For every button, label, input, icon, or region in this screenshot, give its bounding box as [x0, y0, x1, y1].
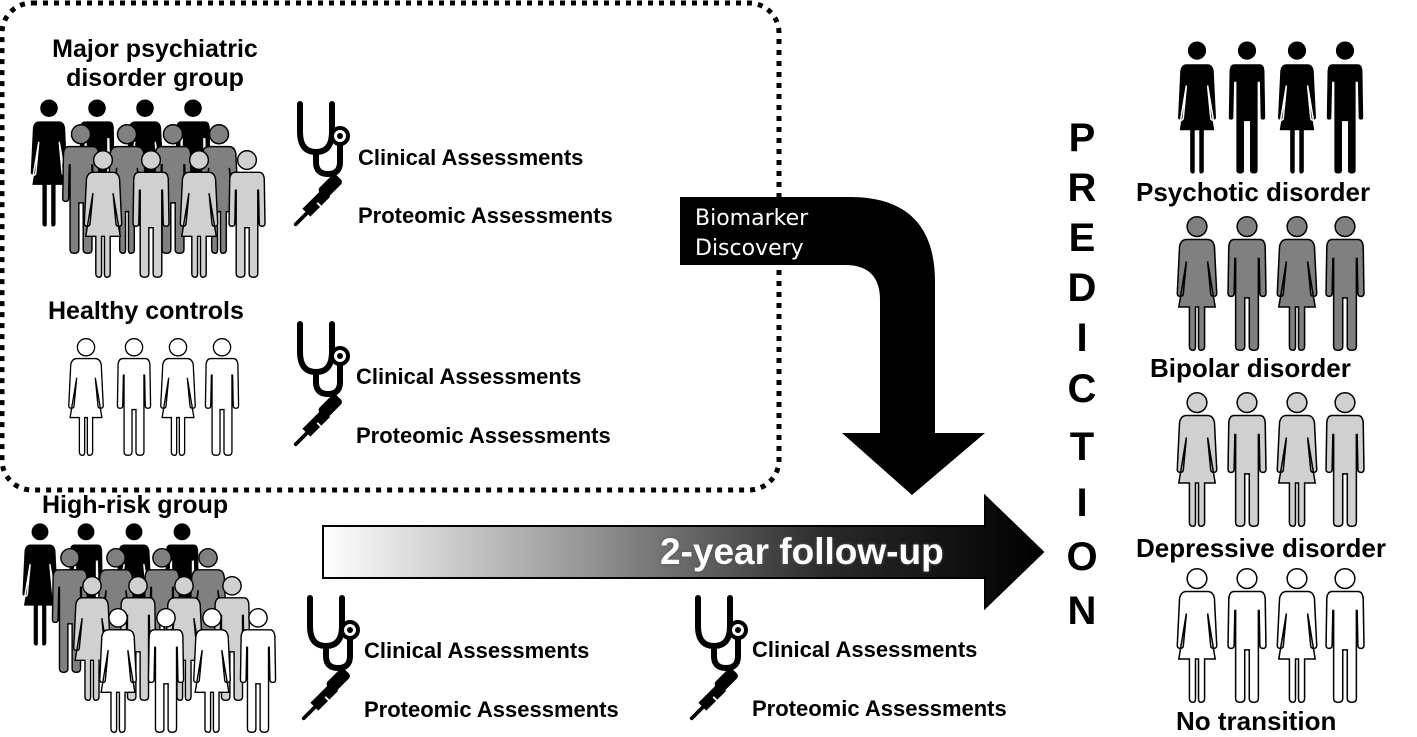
clinical-assessments-label: Clinical Assessments — [356, 364, 582, 389]
discovery-cohort-box — [0, 0, 782, 493]
prediction-letter: R — [1067, 166, 1097, 210]
clinical-assessments-label: Clinical Assessments — [752, 637, 978, 662]
clinical-assessments-label: Clinical Assessments — [358, 145, 584, 170]
outcome-label-no-transition: No transition — [1176, 706, 1337, 736]
prediction-letter: C — [1067, 367, 1097, 411]
major-group-title: Major psychiatric disorder group — [30, 35, 280, 93]
healthy-controls-crowd — [67, 337, 240, 457]
stethoscope-icon — [310, 598, 358, 668]
outcome-label-depressive: Depressive disorder — [1136, 533, 1387, 563]
major-group-crowd — [29, 97, 266, 279]
biomarker-discovery-arrow — [680, 197, 985, 495]
proteomic-assessments-label: Proteomic Assessments — [358, 203, 613, 228]
proteomic-assessments-label: Proteomic Assessments — [364, 697, 619, 722]
outcome-label-bipolar: Bipolar disorder — [1150, 353, 1351, 383]
prediction-letter: I — [1076, 481, 1088, 525]
biomarker-line2: Discovery — [695, 235, 804, 261]
stethoscope-icon — [300, 104, 348, 174]
pipette-icon — [293, 390, 346, 447]
pipette-icon — [293, 170, 346, 227]
prediction-letter: O — [1066, 535, 1098, 579]
prediction-letter: T — [1069, 425, 1095, 469]
biomarker-line1: Biomarker — [695, 206, 809, 231]
prediction-letter: D — [1067, 266, 1097, 310]
prediction-letter: I — [1076, 316, 1088, 360]
stethoscope-icon — [698, 598, 746, 668]
healthy-controls-title: Healthy controls — [48, 297, 244, 325]
pipette-icon — [301, 664, 354, 721]
major-group-title-line1: Major psychiatric — [52, 35, 258, 63]
no-transition-crowd — [1176, 567, 1366, 704]
proteomic-assessments-label: Proteomic Assessments — [356, 423, 611, 448]
proteomic-assessments-label: Proteomic Assessments — [752, 696, 1007, 721]
stethoscope-icon — [300, 324, 348, 394]
bipolar-crowd — [1176, 215, 1366, 352]
depressive-crowd — [1176, 391, 1366, 528]
psychotic-crowd — [1176, 39, 1366, 176]
prediction-letter: E — [1068, 216, 1096, 260]
major-group-title-line2: disorder group — [66, 63, 244, 92]
high-risk-crowd — [20, 521, 277, 734]
high-risk-title: High-risk group — [42, 491, 229, 519]
followup-arrow — [322, 493, 1045, 611]
prediction-letter: P — [1068, 116, 1096, 160]
prediction-letter: N — [1067, 589, 1097, 633]
pipette-icon — [689, 664, 742, 721]
followup-label: 2-year follow-up — [660, 531, 944, 572]
biomarker-discovery-label: Biomarker Discovery — [695, 204, 808, 263]
clinical-assessments-label: Clinical Assessments — [364, 638, 590, 663]
outcome-label-psychotic: Psychotic disorder — [1136, 177, 1371, 207]
